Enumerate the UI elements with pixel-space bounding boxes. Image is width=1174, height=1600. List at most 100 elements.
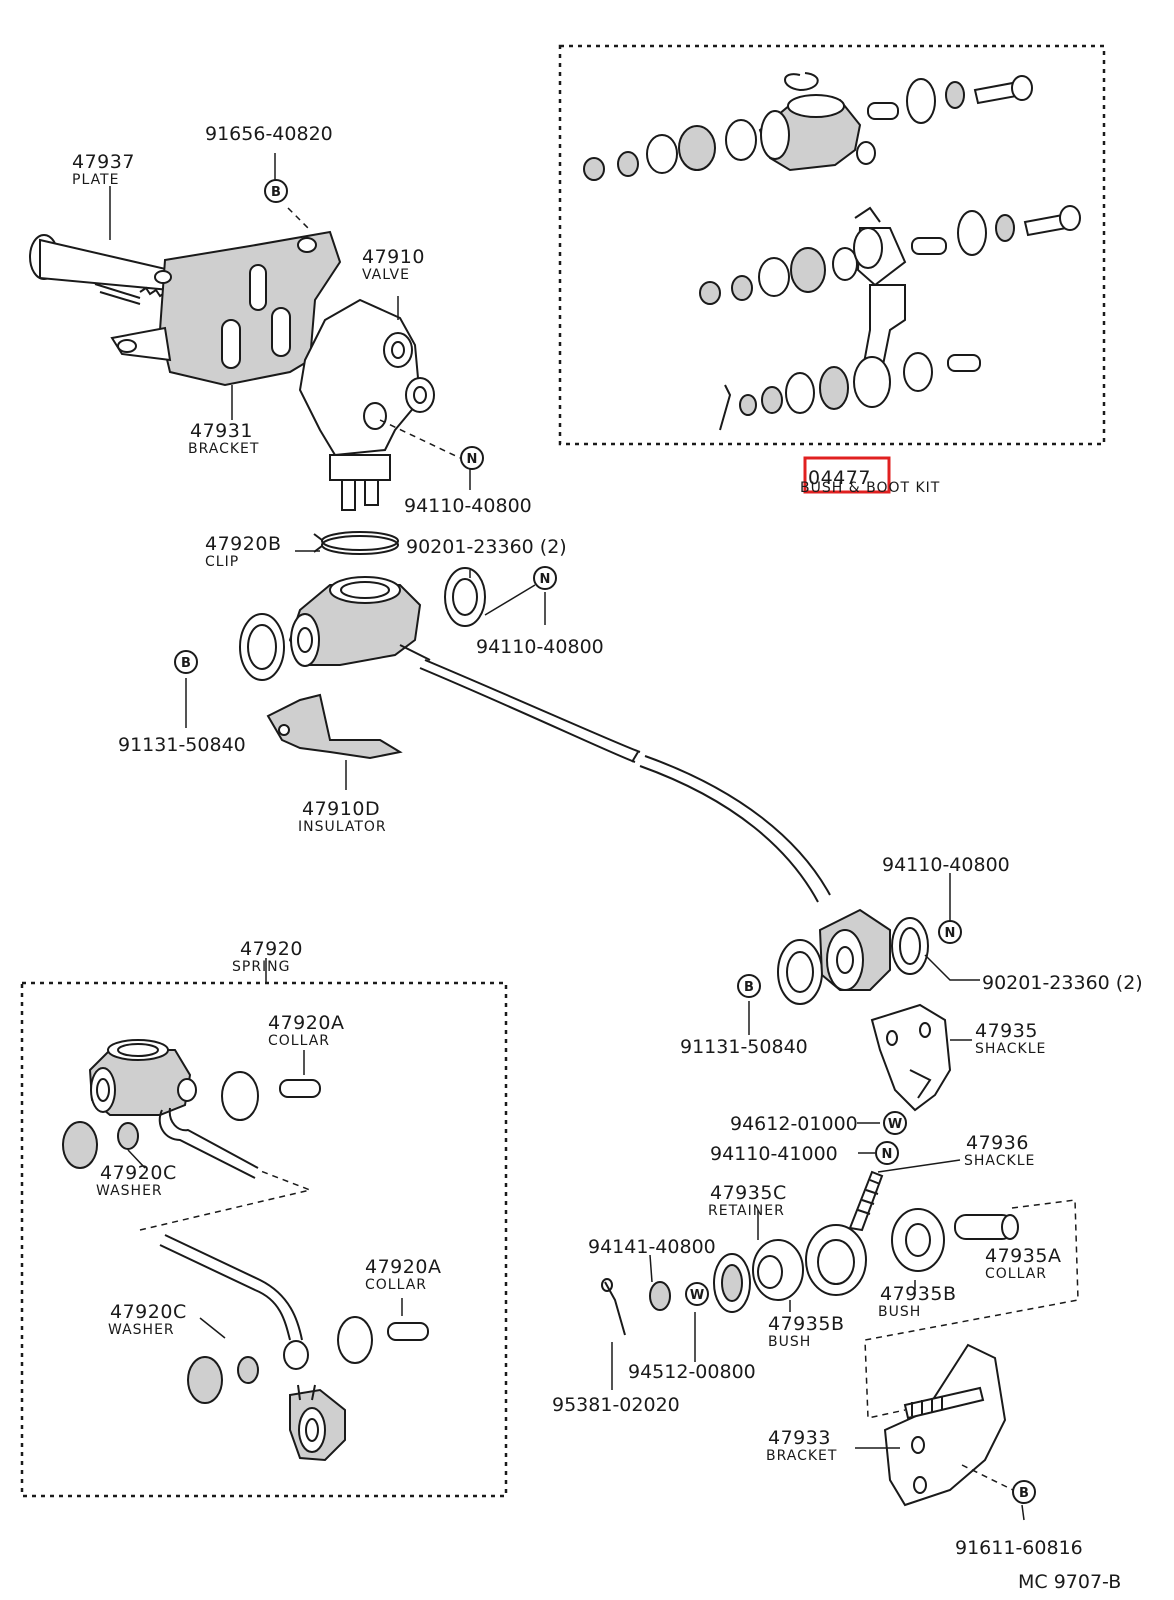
label-90201-23360-top[interactable]: 90201-23360 (2) — [406, 536, 567, 558]
svg-text:47920A: 47920A — [365, 1256, 441, 1278]
label-47935[interactable]: 47935 SHACKLE — [975, 1020, 1046, 1057]
label-47935b-left[interactable]: 47935B BUSH — [768, 1313, 844, 1350]
plate-rod-drawing — [29, 234, 171, 305]
label-91656-40820[interactable]: 91656-40820 — [205, 123, 333, 145]
label-91611-60816[interactable]: 91611-60816 — [955, 1537, 1083, 1559]
label-47910[interactable]: 47910 VALVE — [362, 246, 425, 283]
clip-drawing — [313, 531, 399, 555]
bracket-drawing — [110, 230, 342, 387]
label-47931[interactable]: 47931 BRACKET — [188, 420, 259, 457]
label-47933[interactable]: 47933 BRACKET — [766, 1427, 837, 1464]
leader-lines — [109, 153, 1025, 1521]
label-47920a-top[interactable]: 47920A COLLAR — [268, 1012, 344, 1049]
svg-text:47910: 47910 — [362, 246, 425, 268]
svg-text:SPRING: SPRING — [232, 959, 291, 975]
label-47920b[interactable]: 47920B CLIP — [205, 533, 281, 570]
badge-n-icon: N — [533, 566, 557, 590]
svg-text:B: B — [744, 980, 754, 995]
svg-text:CLIP: CLIP — [205, 554, 239, 570]
label-47910d[interactable]: 47910D INSULATOR — [298, 798, 387, 835]
svg-text:COLLAR: COLLAR — [268, 1033, 330, 1049]
badge-n-icon: N — [938, 920, 962, 944]
svg-text:WASHER: WASHER — [108, 1322, 175, 1338]
label-47935b-right[interactable]: 47935B BUSH — [878, 1283, 956, 1320]
bush-boot-kit-group-box — [558, 44, 1106, 446]
label-04477[interactable]: 04477 BUSH & BOOT KIT — [800, 467, 940, 496]
svg-text:47937: 47937 — [72, 151, 135, 173]
label-94110-40800-mid[interactable]: 94110-40800 — [476, 636, 604, 658]
badge-n-icon: N — [460, 446, 484, 470]
svg-text:47920B: 47920B — [205, 533, 281, 555]
svg-text:47935B: 47935B — [768, 1313, 844, 1335]
label-94512-00800[interactable]: 94512-00800 — [628, 1361, 756, 1383]
svg-text:COLLAR: COLLAR — [365, 1277, 427, 1293]
spring-parts-drawing — [62, 1039, 429, 1462]
label-94110-40800-top[interactable]: 94110-40800 — [404, 495, 532, 517]
label-47920[interactable]: 47920 SPRING — [232, 938, 303, 975]
svg-text:BUSH: BUSH — [878, 1304, 921, 1320]
badge-b-icon: B — [174, 650, 198, 674]
badge-b-icon: B — [1012, 1480, 1036, 1504]
figure-code: MC 9707-B — [1018, 1571, 1121, 1593]
lower-shackle-assembly-drawing — [601, 1170, 1079, 1507]
label-90201-23360-right[interactable]: 90201-23360 (2) — [982, 972, 1143, 994]
label-47920c-top[interactable]: 47920C WASHER — [96, 1162, 177, 1199]
svg-text:B: B — [181, 656, 191, 671]
valve-body-rod-drawing — [239, 567, 831, 903]
label-94141-40800[interactable]: 94141-40800 — [588, 1236, 716, 1258]
svg-text:COLLAR: COLLAR — [985, 1266, 1047, 1282]
svg-text:47920C: 47920C — [100, 1162, 177, 1184]
svg-text:BUSH & BOOT KIT: BUSH & BOOT KIT — [800, 480, 940, 496]
part-04477-highlight[interactable] — [803, 456, 891, 494]
badge-n-icon: N — [875, 1141, 899, 1165]
svg-text:N: N — [467, 452, 478, 467]
svg-text:47920A: 47920A — [268, 1012, 344, 1034]
svg-text:47935B: 47935B — [880, 1283, 956, 1305]
label-94612-01000[interactable]: 94612-01000 — [730, 1113, 858, 1135]
badge-w-icon: W — [883, 1111, 907, 1135]
svg-text:N: N — [882, 1147, 893, 1162]
svg-text:47935: 47935 — [975, 1020, 1038, 1042]
svg-text:47933: 47933 — [768, 1427, 831, 1449]
label-47936[interactable]: 47936 SHACKLE — [964, 1132, 1035, 1169]
label-47937[interactable]: 47937 PLATE — [72, 151, 135, 188]
label-91131-50840-left[interactable]: 91131-50840 — [118, 734, 246, 756]
svg-text:BUSH: BUSH — [768, 1334, 811, 1350]
svg-text:PLATE: PLATE — [72, 172, 119, 188]
label-94110-41000[interactable]: 94110-41000 — [710, 1143, 838, 1165]
label-47935c[interactable]: 47935C RETAINER — [708, 1182, 787, 1219]
label-94110-40800-right[interactable]: 94110-40800 — [882, 854, 1010, 876]
svg-text:VALVE: VALVE — [362, 267, 410, 283]
svg-text:W: W — [888, 1117, 902, 1132]
svg-text:47935C: 47935C — [710, 1182, 787, 1204]
rod-end-shackle-drawing — [777, 908, 952, 1112]
svg-text:47931: 47931 — [190, 420, 253, 442]
label-95381-02020[interactable]: 95381-02020 — [552, 1394, 680, 1416]
svg-text:47920: 47920 — [240, 938, 303, 960]
svg-text:BRACKET: BRACKET — [188, 441, 259, 457]
valve-drawing — [298, 298, 435, 511]
svg-text:47910D: 47910D — [302, 798, 380, 820]
svg-text:W: W — [690, 1288, 704, 1303]
badge-b-icon: B — [737, 974, 761, 998]
svg-text:BRACKET: BRACKET — [766, 1448, 837, 1464]
svg-text:SHACKLE: SHACKLE — [975, 1041, 1046, 1057]
svg-text:RETAINER: RETAINER — [708, 1203, 785, 1219]
svg-text:B: B — [1019, 1486, 1029, 1501]
svg-text:SHACKLE: SHACKLE — [964, 1153, 1035, 1169]
label-91131-50840-right[interactable]: 91131-50840 — [680, 1036, 808, 1058]
svg-text:B: B — [271, 185, 281, 200]
label-47935a[interactable]: 47935A COLLAR — [985, 1245, 1061, 1282]
svg-text:WASHER: WASHER — [96, 1183, 163, 1199]
insulator-drawing — [266, 693, 403, 760]
svg-text:INSULATOR: INSULATOR — [298, 819, 387, 835]
svg-text:47935A: 47935A — [985, 1245, 1061, 1267]
svg-text:47920C: 47920C — [110, 1301, 187, 1323]
svg-text:N: N — [540, 572, 551, 587]
badge-b-icon: B — [264, 179, 288, 203]
kit-parts-drawing — [583, 72, 1081, 431]
label-47920c-bottom[interactable]: 47920C WASHER — [108, 1301, 187, 1338]
label-47920a-bottom[interactable]: 47920A COLLAR — [365, 1256, 441, 1293]
spring-group-box — [20, 981, 508, 1498]
